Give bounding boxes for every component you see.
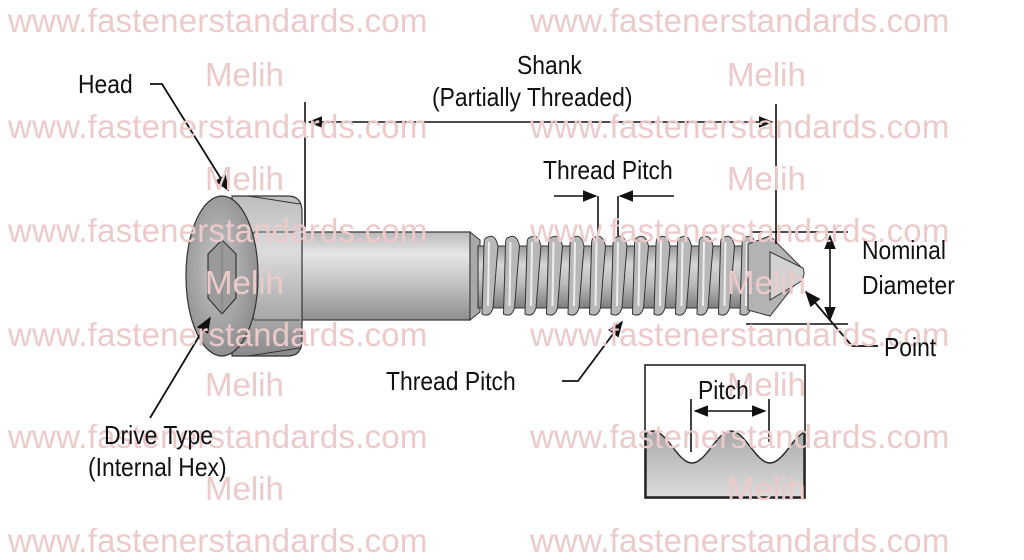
thread-highlight: [616, 241, 619, 307]
thread-crest: [524, 235, 542, 316]
thread-crest: [588, 235, 607, 316]
thread-crest: [545, 235, 564, 316]
point-leader: [804, 290, 878, 347]
drive-leader: [149, 316, 211, 419]
label-drive-type: Drive Type: [104, 420, 213, 450]
thread-crest: [631, 235, 650, 316]
label-inset-pitch: Pitch: [698, 375, 749, 405]
thread-highlight: [745, 241, 748, 307]
thread-highlight: [573, 241, 576, 307]
label-shank: Shank: [517, 50, 582, 80]
pitch-inset: [644, 364, 806, 499]
thread-highlight: [723, 241, 727, 307]
label-nominal: Nominal: [862, 235, 946, 265]
thread-crest: [674, 235, 693, 316]
head-leader: [150, 83, 229, 192]
label-drive-sub: (Internal Hex): [88, 452, 227, 482]
shank-unthreaded: [289, 230, 481, 322]
thread-highlight: [594, 241, 598, 307]
thread-highlight: [530, 241, 533, 307]
thread-crest: [502, 235, 521, 316]
label-shank-sub: (Partially Threaded): [432, 82, 633, 112]
thread-crest: [653, 235, 671, 316]
label-head: Head: [78, 69, 133, 99]
screw-point: [747, 235, 805, 317]
thread-crests: [481, 235, 757, 316]
thread-highlight: [637, 241, 641, 307]
thread-crest: [481, 235, 499, 316]
label-diameter: Diameter: [862, 270, 955, 300]
thread-highlight: [680, 241, 684, 307]
thread-highlight: [551, 241, 555, 307]
thread-crest: [696, 235, 714, 316]
thread-highlight: [487, 241, 490, 307]
thread-highlight: [659, 241, 662, 307]
thread-highlight: [508, 241, 512, 307]
label-thread-pitch-bottom: Thread Pitch: [386, 366, 516, 396]
screw-head: [185, 195, 303, 357]
label-thread-pitch-top: Thread Pitch: [543, 155, 673, 185]
inset-thread-profile: [645, 430, 805, 498]
thread-crest: [717, 235, 736, 316]
shank-threaded: [477, 235, 761, 316]
thread-pitch-leader: [562, 320, 623, 382]
label-point: Point: [884, 332, 937, 362]
thread-crest: [567, 235, 585, 316]
thread-crest: [610, 235, 628, 316]
thread-highlight: [702, 241, 705, 307]
